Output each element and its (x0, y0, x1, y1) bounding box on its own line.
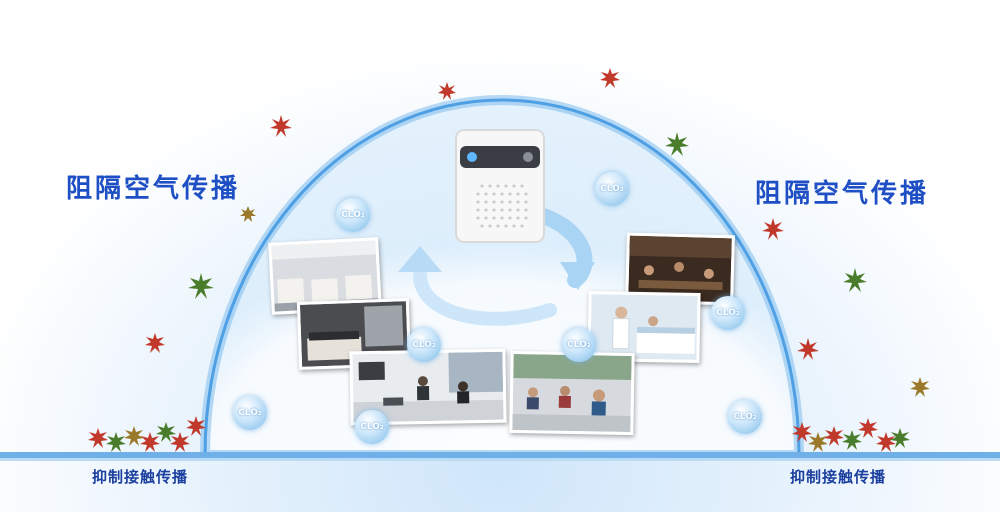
clo2-bubble: CLO₂ (233, 396, 267, 430)
hospital-ward-photo (587, 291, 701, 363)
clo2-bubble: CLO₂ (407, 328, 441, 362)
virus-icon (910, 377, 930, 397)
restaurant-photo (625, 232, 735, 306)
virus-icon (438, 82, 456, 100)
virus-icon (843, 268, 867, 292)
virus-icon (188, 273, 214, 299)
virus-cluster-right (792, 418, 910, 452)
clo2-bubble: CLO₂ (595, 172, 629, 206)
virus-icon (270, 115, 292, 137)
clo2-bubble: CLO₂ (336, 198, 370, 232)
virus-icon (665, 132, 689, 156)
office-meeting-photo (349, 348, 507, 426)
virus-cluster-left (88, 416, 206, 452)
clo2-bubble: CLO₂ (562, 328, 596, 362)
air-purifier-device (455, 129, 545, 243)
clo2-bubble: CLO₂ (728, 400, 762, 434)
virus-icon (600, 68, 620, 88)
clo2-bubble: CLO₂ (355, 410, 389, 444)
virus-icon (240, 206, 256, 222)
virus-icon (145, 333, 165, 353)
virus-icon (797, 338, 819, 360)
circulation-arrows (398, 204, 595, 326)
suppress-contact-left-label: 抑制接触传播 (92, 468, 189, 486)
clo2-bubble: CLO₂ (711, 296, 745, 330)
block-airborne-left-label: 阻隔空气传播 (66, 174, 241, 204)
suppress-contact-right-label: 抑制接触传播 (790, 468, 887, 486)
classroom-photo (509, 350, 635, 436)
block-airborne-right-label: 阻隔空气传播 (755, 179, 930, 209)
virus-icon (762, 218, 784, 240)
